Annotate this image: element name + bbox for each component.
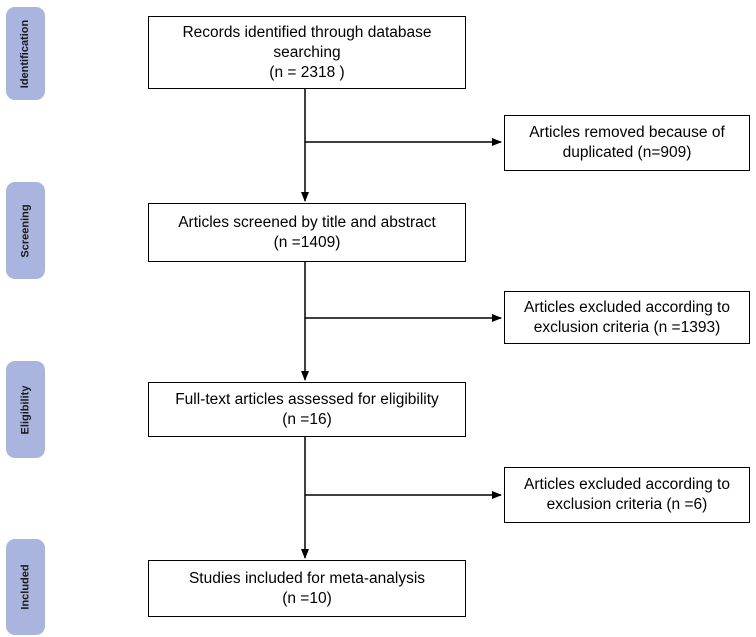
box-excluded-criteria-2-line-1: Articles excluded according to (524, 476, 730, 493)
box-records-identified-line-2: searching (273, 43, 341, 61)
box-removed-duplicates-line-1: Articles removed because of (529, 124, 725, 141)
box-studies-included-line-1: Studies included for meta-analysis (188, 569, 426, 587)
box-full-text-assessed: Full-text articles assessed for eligibil… (148, 382, 466, 437)
box-excluded-criteria-1-line-1: Articles excluded according to (524, 298, 730, 316)
box-full-text-assessed-line-1: Full-text articles assessed for eligibil… (175, 390, 439, 408)
box-articles-screened-line-2: (n =1409) (273, 233, 341, 251)
box-studies-included: Studies included for meta-analysis (n =1… (148, 560, 466, 617)
box-excluded-criteria-1-line-2: exclusion criteria (n =1393) (533, 318, 721, 336)
box-removed-duplicates-line-2: duplicated (n=909) (562, 144, 692, 161)
box-studies-included-line-2: (n =10) (282, 589, 332, 607)
box-records-identified-line-3: (n = 2318 ) (269, 63, 345, 81)
box-records-identified-line-1: Records identified through database (182, 23, 432, 41)
stage-eligibility: Eligibility (6, 361, 45, 458)
box-full-text-assessed-line-2: (n =16) (282, 410, 332, 428)
box-articles-screened-line-1: Articles screened by title and abstract (178, 213, 436, 231)
box-excluded-criteria-2: Articles excluded according to exclusion… (504, 467, 750, 523)
stage-screening: Screening (6, 182, 45, 279)
box-articles-screened: Articles screened by title and abstract … (148, 203, 466, 262)
stage-included: Included (6, 539, 45, 635)
stage-identification: Identification (6, 7, 45, 100)
box-records-identified: Records identified through database sear… (148, 16, 466, 89)
box-excluded-criteria-2-line-2: exclusion criteria (n =6) (546, 496, 708, 513)
box-removed-duplicates: Articles removed because of duplicated (… (504, 115, 750, 171)
box-excluded-criteria-1: Articles excluded according to exclusion… (504, 291, 750, 344)
